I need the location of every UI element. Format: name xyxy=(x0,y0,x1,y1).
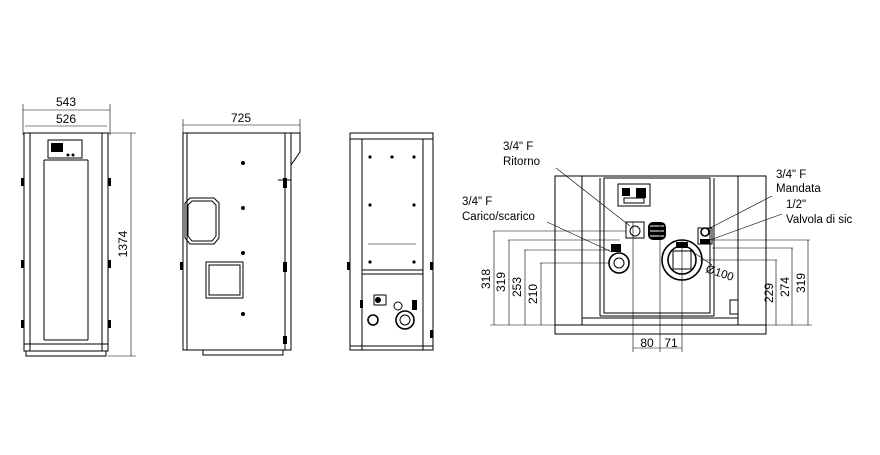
dim-319-right: 319 xyxy=(794,273,808,293)
mandata-size-label: 3/4" F xyxy=(776,169,806,181)
side-depth-label: 725 xyxy=(231,111,251,125)
carico-size-label: 3/4" F xyxy=(462,196,492,208)
carico-name-label: Carico/scarico xyxy=(462,211,535,223)
front-height-label: 1374 xyxy=(116,230,130,257)
svg-text:Ø: Ø xyxy=(704,263,716,277)
diameter-label: 100 xyxy=(713,266,735,283)
dim-71: 71 xyxy=(664,336,678,350)
dim-229: 229 xyxy=(762,283,776,303)
front-view: 543 526 1374 xyxy=(21,95,136,357)
mandata-name-label: Mandata xyxy=(776,183,821,195)
dim-274: 274 xyxy=(778,277,792,297)
dim-318: 318 xyxy=(479,269,493,289)
valvola-size-label: 1/2" xyxy=(786,199,806,211)
dim-319-left: 319 xyxy=(494,272,508,292)
front-width-outer-label: 543 xyxy=(56,95,76,109)
ritorno-name-label: Ritorno xyxy=(503,156,540,168)
valvola-name-label: Valvola di sic xyxy=(786,214,853,226)
dim-210: 210 xyxy=(526,284,540,304)
rear-view-small xyxy=(347,132,434,351)
ritorno-size-label: 3/4" F xyxy=(503,141,533,153)
front-width-inner-label: 526 xyxy=(56,112,76,126)
dim-80: 80 xyxy=(640,336,654,350)
rear-view-detail: Ø 100 318 319 253 210 229 274 319 xyxy=(462,141,853,352)
display-icon xyxy=(51,143,63,152)
side-view: 725 xyxy=(180,111,301,356)
dim-253: 253 xyxy=(510,277,524,297)
